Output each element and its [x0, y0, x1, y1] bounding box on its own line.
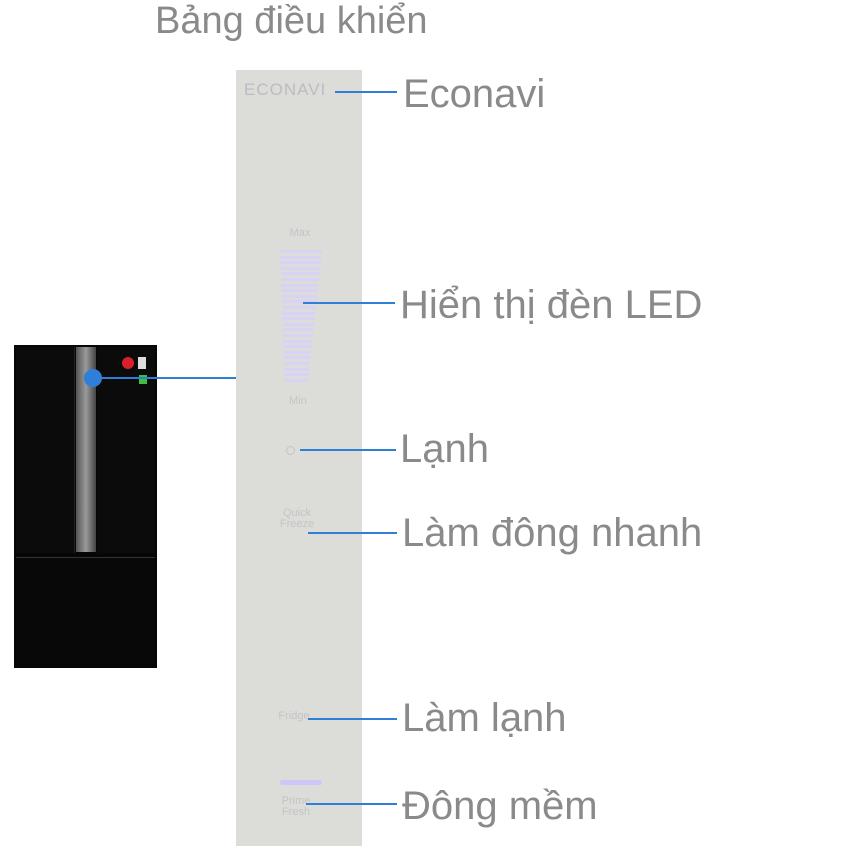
- energy-label-icon: [138, 357, 146, 369]
- led-bar: [283, 356, 311, 360]
- fridge-handle: [76, 347, 96, 552]
- led-bar: [284, 367, 310, 371]
- refrigerator-image: [14, 345, 157, 668]
- callout-prime-fresh: Đông mềm: [402, 784, 598, 828]
- led-bar: [281, 300, 317, 304]
- min-label: Min: [289, 395, 307, 407]
- led-bar: [282, 311, 316, 315]
- quick-freeze-callout-line: [308, 532, 397, 534]
- led-bar: [284, 378, 309, 382]
- fridge-left-door: [16, 347, 75, 553]
- led-bar: [280, 250, 322, 253]
- led-bar: [282, 306, 316, 309]
- led-bar: [282, 322, 315, 326]
- callout-quick-freeze: Làm đông nhanh: [402, 511, 703, 555]
- led-bar: [280, 261, 321, 265]
- max-label: Max: [289, 227, 311, 239]
- led-bar: [282, 317, 315, 321]
- callout-led-display: Hiển thị đèn LED: [400, 283, 703, 327]
- diagram-title: Bảng điều khiển: [155, 0, 428, 42]
- red-button-icon: [122, 357, 134, 369]
- led-bar: [284, 362, 310, 365]
- led-bar: [281, 278, 319, 281]
- led-bar: [283, 334, 313, 337]
- led-bar: [283, 350, 312, 354]
- prime-fresh-led: [280, 780, 322, 785]
- econavi-logo: ECONAVI: [244, 80, 327, 99]
- led-bar: [283, 345, 312, 349]
- led-bar: [281, 294, 318, 298]
- led-callout-line: [303, 302, 395, 304]
- prime-fresh-callout-line: [306, 803, 397, 805]
- control-panel: [236, 70, 362, 846]
- led-bar: [281, 289, 318, 293]
- fridge-callout-line: [308, 718, 397, 720]
- econavi-callout-line: [335, 91, 397, 93]
- prime-fresh-button[interactable]: Prime Fresh: [281, 795, 311, 818]
- control-panel-callout-line: [93, 377, 236, 379]
- fridge-bottom-drawer: [16, 557, 155, 663]
- callout-cold: Lạnh: [400, 427, 489, 471]
- led-bar: [280, 255, 322, 259]
- cold-callout-line: [300, 449, 396, 451]
- fridge-button[interactable]: Fridge: [278, 710, 310, 722]
- led-bar: [280, 272, 320, 276]
- green-label-icon: [139, 375, 147, 384]
- led-bar: [280, 266, 321, 270]
- led-bar: [282, 328, 314, 332]
- led-bar: [284, 373, 309, 377]
- led-bar: [281, 283, 319, 287]
- cold-button[interactable]: [286, 446, 295, 455]
- led-bar: [283, 339, 313, 343]
- callout-econavi: Econavi: [403, 72, 546, 116]
- quick-freeze-button[interactable]: Quick Freeze: [279, 507, 315, 530]
- callout-fridge: Làm lạnh: [402, 696, 567, 740]
